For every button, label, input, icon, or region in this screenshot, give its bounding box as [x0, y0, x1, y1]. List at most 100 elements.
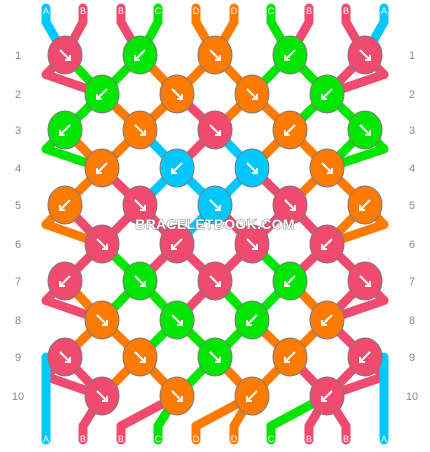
knot: [47, 185, 83, 225]
arrow-southeast-icon: [171, 314, 183, 326]
arrow-head-icon: [96, 168, 102, 174]
arrow-head-icon: [321, 244, 327, 250]
knot: [234, 300, 270, 340]
arrow-southwest-icon: [284, 275, 296, 287]
arrow-southwest-icon: [96, 88, 108, 100]
arrow-head-icon: [252, 94, 258, 100]
knot: [234, 376, 270, 416]
knot: [272, 35, 308, 75]
knot: [84, 376, 120, 416]
arrow-head-icon: [134, 55, 140, 61]
knot: [47, 337, 83, 377]
thread-letter-top: C: [155, 6, 162, 16]
arrow-head-icon: [284, 357, 290, 363]
arrow-southwest-icon: [96, 162, 108, 174]
arrow-head-icon: [171, 244, 177, 250]
arrow-southwest-icon: [59, 275, 71, 287]
knot: [272, 261, 308, 301]
arrow-southeast-icon: [171, 88, 183, 100]
arrow-head-icon: [321, 396, 327, 402]
row-label-left: 1: [15, 50, 21, 62]
arrow-southeast-icon: [209, 275, 221, 287]
thread-letter-top: D: [231, 6, 238, 16]
arrow-head-icon: [102, 244, 108, 250]
knot: [347, 185, 383, 225]
row-label-left: 10: [12, 391, 24, 403]
knot: [347, 110, 383, 150]
arrow-southeast-icon: [284, 199, 296, 211]
arrow-head-icon: [177, 320, 183, 326]
arrow-head-icon: [215, 130, 221, 136]
arrow-head-icon: [321, 320, 327, 326]
knot: [309, 148, 345, 188]
arrow-southwest-icon: [359, 199, 371, 211]
knot: [84, 300, 120, 340]
thread-letter-bottom: B: [118, 434, 124, 444]
row-label-right: 10: [406, 391, 418, 403]
knot: [84, 148, 120, 188]
arrow-head-icon: [321, 94, 327, 100]
row-label-right: 7: [409, 276, 415, 288]
arrow-southeast-icon: [321, 162, 333, 174]
thread-letter-bottom: C: [155, 434, 162, 444]
thread-letter-top: C: [268, 6, 275, 16]
arrow-head-icon: [140, 357, 146, 363]
knot: [234, 74, 270, 114]
knot: [197, 35, 233, 75]
row-label-right: 9: [409, 352, 415, 364]
knot: [122, 110, 158, 150]
knot: [159, 224, 195, 264]
arrow-southwest-icon: [321, 88, 333, 100]
row-label-right: 1: [409, 50, 415, 62]
arrow-head-icon: [284, 130, 290, 136]
knot: [234, 224, 270, 264]
row-label-left: 8: [15, 315, 21, 327]
arrow-head-icon: [327, 168, 333, 174]
knot: [122, 337, 158, 377]
knot: [122, 35, 158, 75]
knot: [197, 110, 233, 150]
arrow-southeast-icon: [96, 238, 108, 250]
thread-letter-top: A: [43, 6, 49, 16]
arrow-head-icon: [102, 320, 108, 326]
arrow-southeast-icon: [359, 124, 371, 136]
arrow-southeast-icon: [209, 49, 221, 61]
arrow-southwest-icon: [134, 49, 146, 61]
row-label-right: 4: [409, 163, 415, 175]
thread-letter-bottom: A: [381, 434, 387, 444]
arrow-southeast-icon: [96, 390, 108, 402]
arrow-head-icon: [140, 130, 146, 136]
arrow-southeast-icon: [246, 238, 258, 250]
thread-letter-bottom: D: [193, 434, 200, 444]
arrow-head-icon: [177, 396, 183, 402]
row-label-right: 3: [409, 125, 415, 137]
row-label-left: 5: [15, 200, 21, 212]
knot-grid: [47, 35, 383, 416]
knot: [347, 35, 383, 75]
thread-letter-bottom: C: [268, 434, 275, 444]
arrow-southeast-icon: [134, 351, 146, 363]
arrow-head-icon: [59, 130, 65, 136]
thread-letter-top: B: [118, 6, 124, 16]
arrow-head-icon: [365, 130, 371, 136]
arrow-head-icon: [96, 94, 102, 100]
arrow-southwest-icon: [284, 49, 296, 61]
arrow-head-icon: [365, 55, 371, 61]
arrow-southeast-icon: [209, 124, 221, 136]
arrow-southeast-icon: [96, 314, 108, 326]
thread-letter-top: B: [306, 6, 312, 16]
knot: [47, 35, 83, 75]
arrow-head-icon: [59, 205, 65, 211]
knot: [347, 261, 383, 301]
arrow-head-icon: [359, 205, 365, 211]
arrow-head-icon: [65, 357, 71, 363]
arrow-head-icon: [140, 205, 146, 211]
arrow-southwest-icon: [171, 238, 183, 250]
knot: [234, 148, 270, 188]
knot: [47, 110, 83, 150]
arrow-southeast-icon: [134, 199, 146, 211]
